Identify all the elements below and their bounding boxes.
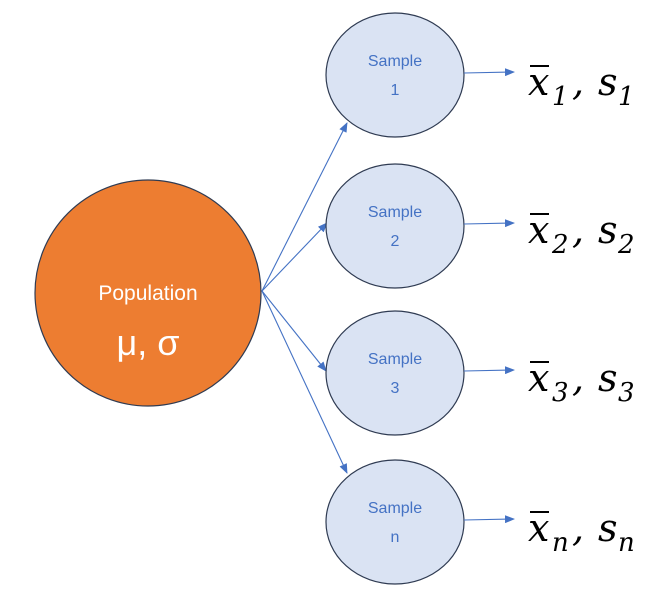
sample-label-line1: Sample [368,53,422,70]
population-node: Population μ, σ [34,179,262,407]
mean-subscript: 3 [552,378,569,408]
sample-label-line2: 1 [391,82,400,99]
population-to-sample-arrow [261,122,348,292]
sample-node: Sample n [325,459,465,585]
sample-node: Sample 1 [325,12,465,138]
sample-node: Sample 3 [325,310,465,436]
sample-to-statistic-arrow [463,219,515,228]
sd-subscript: 2 [617,230,635,260]
sd-symbol: s [598,60,618,104]
sample-label-line2: 3 [391,380,400,397]
statistic-comma: , [572,356,584,400]
sd-subscript: n [618,528,635,558]
sd-subscript: 3 [618,378,635,408]
sample-label-line1: Sample [368,204,422,221]
statistic-comma: , [572,60,584,104]
sd-symbol: s [598,356,618,400]
sd-subscript: 1 [618,82,635,112]
population-params: μ, σ [117,322,180,363]
population-to-sample-arrow [261,290,348,474]
sample-to-statistic-arrow [463,515,515,524]
mean-symbol: x [528,356,549,400]
sample-to-statistic-arrow [463,68,515,77]
statistic-comma: , [572,208,584,252]
mean-subscript: n [552,528,569,558]
mean-symbol: x [528,506,549,550]
mean-symbol: x [528,60,549,104]
sample-circle [325,12,465,138]
sample-circle [325,459,465,585]
sample-label-line1: Sample [368,351,422,368]
statistic-arrows [463,68,515,524]
statistic-comma: , [572,506,584,550]
population-arrows [261,122,348,474]
mean-symbol: x [528,208,549,252]
population-label: Population [98,282,197,305]
sample-node: Sample 2 [325,163,465,289]
mean-subscript: 2 [551,230,569,260]
population-to-sample-arrow [261,222,328,292]
population-to-sample-arrow [261,290,327,372]
sample-circle [325,163,465,289]
sd-symbol: s [598,506,618,550]
sd-symbol: s [598,208,618,252]
sample-circle [325,310,465,436]
sample-label-line2: 2 [391,233,400,250]
sample-label-line1: Sample [368,500,422,517]
population-circle [34,179,262,407]
mean-subscript: 1 [552,82,569,112]
sample-to-statistic-arrow [463,366,515,375]
sample-label-line2: n [391,529,400,546]
